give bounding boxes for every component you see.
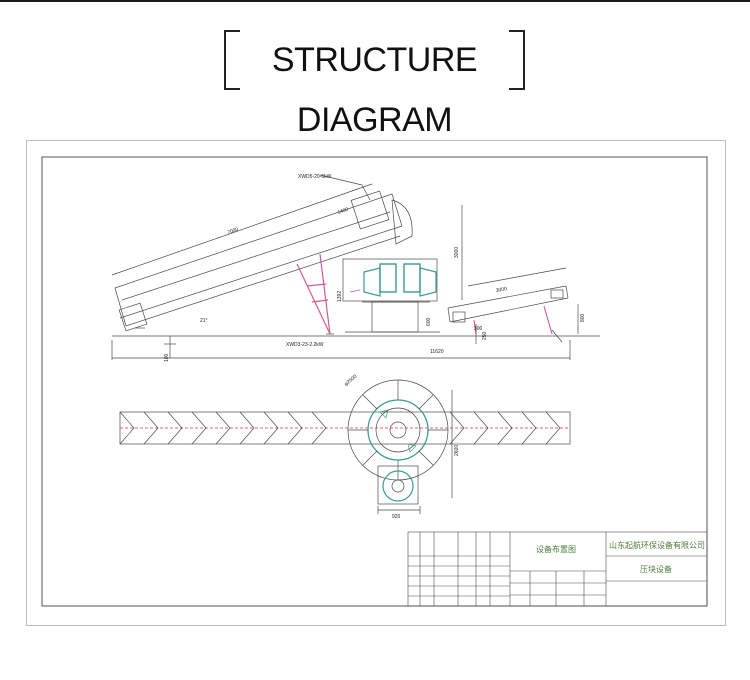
elevation-view bbox=[111, 174, 600, 360]
motor-top-label: XWD5-20-6kW bbox=[298, 174, 332, 180]
conveyor-head bbox=[319, 174, 413, 245]
discharge-legs bbox=[473, 305, 553, 335]
press-machine bbox=[342, 258, 440, 333]
overall-length-label: 11620 bbox=[430, 349, 444, 355]
small-mark-label: 250 bbox=[482, 331, 488, 340]
conveyor-length-label: 7000 bbox=[227, 227, 240, 236]
rotary-wheel bbox=[347, 379, 449, 481]
plan-width-label: 920 bbox=[392, 514, 401, 520]
drawing-sheet bbox=[26, 140, 726, 626]
discharge-length-label: 3000 bbox=[495, 286, 507, 294]
company-name: 山东起航环保设备有限公司 bbox=[609, 540, 705, 550]
support-frame bbox=[296, 253, 331, 335]
mid-height-label: 1392 bbox=[337, 291, 343, 302]
inner-border bbox=[41, 156, 708, 607]
title-frame-left bbox=[224, 30, 226, 90]
plan-view bbox=[119, 379, 571, 514]
page-title: STRUCTURE DIAGRAM bbox=[271, 41, 478, 139]
small-height-label: 600 bbox=[426, 317, 432, 326]
main-conveyor bbox=[114, 193, 403, 332]
wheel-diameter-label: φ2500 bbox=[343, 374, 358, 388]
conveyor-chevrons bbox=[119, 411, 561, 445]
angle-label: 21° bbox=[200, 318, 208, 324]
base-height-label: 100 bbox=[164, 353, 170, 362]
discharge-conveyor bbox=[447, 267, 569, 323]
total-height-label: 3000 bbox=[454, 247, 460, 258]
drive-unit bbox=[377, 465, 419, 505]
product-name: 压块设备 bbox=[640, 564, 672, 574]
discharge-height-label: 800 bbox=[580, 313, 586, 322]
title-frame-right bbox=[523, 30, 525, 90]
top-rule bbox=[0, 0, 750, 2]
drawing-name: 设备布置图 bbox=[536, 544, 576, 554]
motor-bottom-label: XWD3-23-2.2kW bbox=[286, 342, 324, 348]
plan-height-label: 2600 bbox=[454, 445, 460, 456]
title-block bbox=[407, 531, 708, 607]
conveyor-top-length-label: 1400 bbox=[337, 207, 350, 216]
title-frame: STRUCTURE DIAGRAM bbox=[224, 30, 525, 139]
small-mark2-label: 300 bbox=[474, 326, 483, 332]
